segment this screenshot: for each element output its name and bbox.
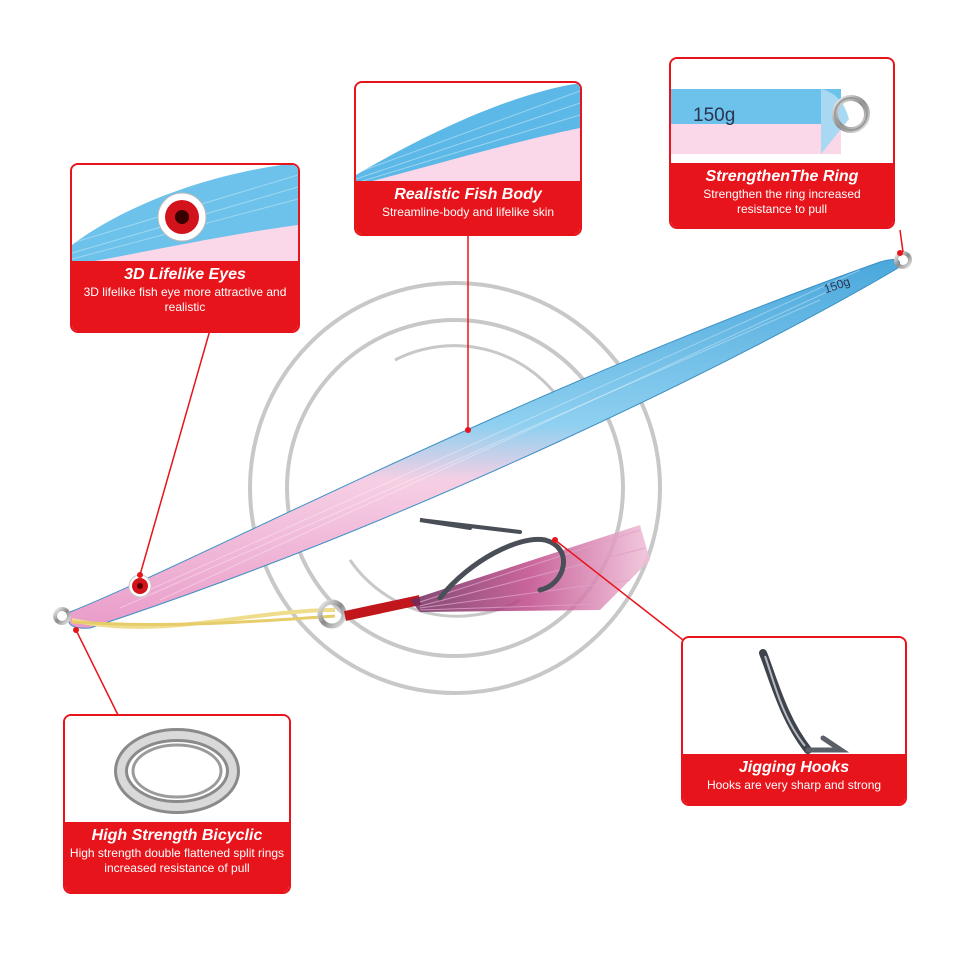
body-closeup-image [356,83,580,185]
callout-hooks: Jigging Hooks Hooks are very sharp and s… [681,636,907,806]
ring-closeup-image: 150g [671,59,893,165]
callout-leader-lines [75,229,904,716]
callout-fish-body-band: Realistic Fish Body Streamline-body and … [356,181,580,234]
ring-weight-label: 150g [693,105,736,126]
callout-split-ring-title: High Strength Bicyclic [91,827,263,844]
callout-split-ring-desc: High strength double flattened split rin… [69,846,285,875]
hook-closeup-image [683,638,905,758]
callout-ring-band: StrengthenThe Ring Strengthen the ring i… [671,163,893,227]
callout-hooks-desc: Hooks are very sharp and strong [706,778,882,792]
callout-hooks-title: Jigging Hooks [738,759,850,776]
assist-hook [71,518,650,629]
callout-ring-desc: Strengthen the ring increased resistance… [703,187,861,216]
callout-eyes-title: 3D Lifelike Eyes [124,266,246,283]
callout-eyes: 3D Lifelike Eyes 3D lifelike fish eye mo… [70,163,300,333]
callout-eyes-desc: 3D lifelike fish eye more attractive and… [83,285,287,314]
eye-closeup-image [72,165,298,265]
callout-hooks-band: Jigging Hooks Hooks are very sharp and s… [683,754,905,804]
callout-fish-body: Realistic Fish Body Streamline-body and … [354,81,582,236]
callout-split-ring-band: High Strength Bicyclic High strength dou… [65,822,289,892]
callout-split-ring: High Strength Bicyclic High strength dou… [63,714,291,894]
jig-lure-body [53,251,912,629]
callout-fish-body-title: Realistic Fish Body [394,186,542,203]
split-ring-image [65,716,289,826]
callout-eyes-band: 3D Lifelike Eyes 3D lifelike fish eye mo… [72,261,298,331]
callout-fish-body-desc: Streamline-body and lifelike skin [381,205,555,219]
callout-ring: 150g StrengthenThe Ring Strengthen the r… [669,57,895,229]
callout-ring-title: StrengthenThe Ring [705,168,859,185]
